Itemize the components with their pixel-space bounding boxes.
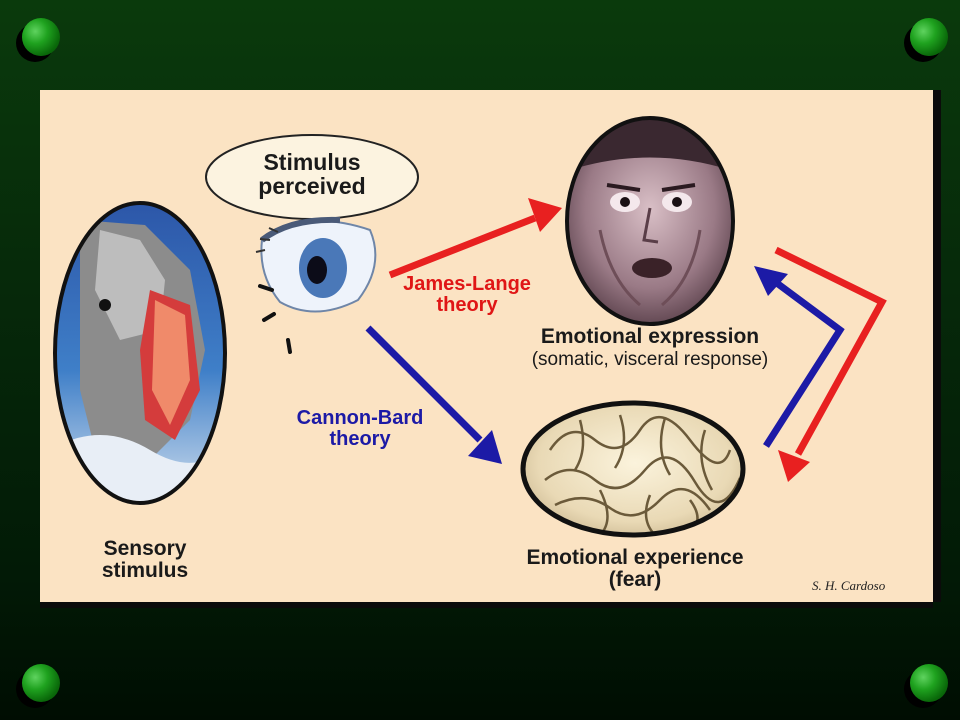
stimulus-perceived-label: Stimulus perceived <box>222 150 402 198</box>
sensory-stimulus-label: Sensory stimulus <box>70 537 220 583</box>
brain-image <box>520 400 746 538</box>
shark-image <box>53 201 227 505</box>
james-lange-arrow <box>388 198 562 279</box>
cannon-bard-line1: Cannon-Bard <box>296 407 424 429</box>
sensory-stimulus-line2: stimulus <box>101 559 189 583</box>
cannon-bard-line2: theory <box>329 428 391 450</box>
fearful-face-image <box>565 116 735 326</box>
james-lange-line2: theory <box>436 294 498 316</box>
corner-bullet-top-left <box>22 18 60 56</box>
corner-bullet-bottom-right <box>910 664 948 702</box>
emotional-experience-label: Emotional experience (fear) <box>465 546 805 592</box>
emotional-expression-title: Emotional expression <box>540 325 760 348</box>
cannon-bard-arrow <box>365 325 502 464</box>
emotional-expression-subtitle: (somatic, visceral response) <box>531 349 769 371</box>
james-lange-line1: James-Lange <box>403 273 531 295</box>
corner-bullet-bottom-left <box>22 664 60 702</box>
sensory-stimulus-line1: Sensory <box>103 537 187 560</box>
emotional-experience-line2: (fear) <box>608 568 662 592</box>
emotional-experience-line1: Emotional experience <box>526 546 744 569</box>
author-signature: S. H. Cardoso <box>812 578 886 593</box>
perception-dashes <box>258 284 292 354</box>
james-lange-label: James-Lange theory <box>372 274 562 316</box>
red-feedback-arrow <box>774 246 887 482</box>
stimulus-perceived-line2: perceived <box>258 173 366 200</box>
eye-icon <box>255 216 377 313</box>
diagram-panel: Stimulus perceived James-Lange theory Ca… <box>40 90 933 602</box>
corner-bullet-top-right <box>910 18 948 56</box>
stimulus-perceived-line1: Stimulus <box>263 149 361 175</box>
cannon-bard-label: Cannon-Bard theory <box>270 408 450 450</box>
diagram-graphics <box>53 116 887 538</box>
blue-feedback-arrow <box>754 266 845 448</box>
emotional-expression-label: Emotional expression (somatic, visceral … <box>480 325 820 371</box>
